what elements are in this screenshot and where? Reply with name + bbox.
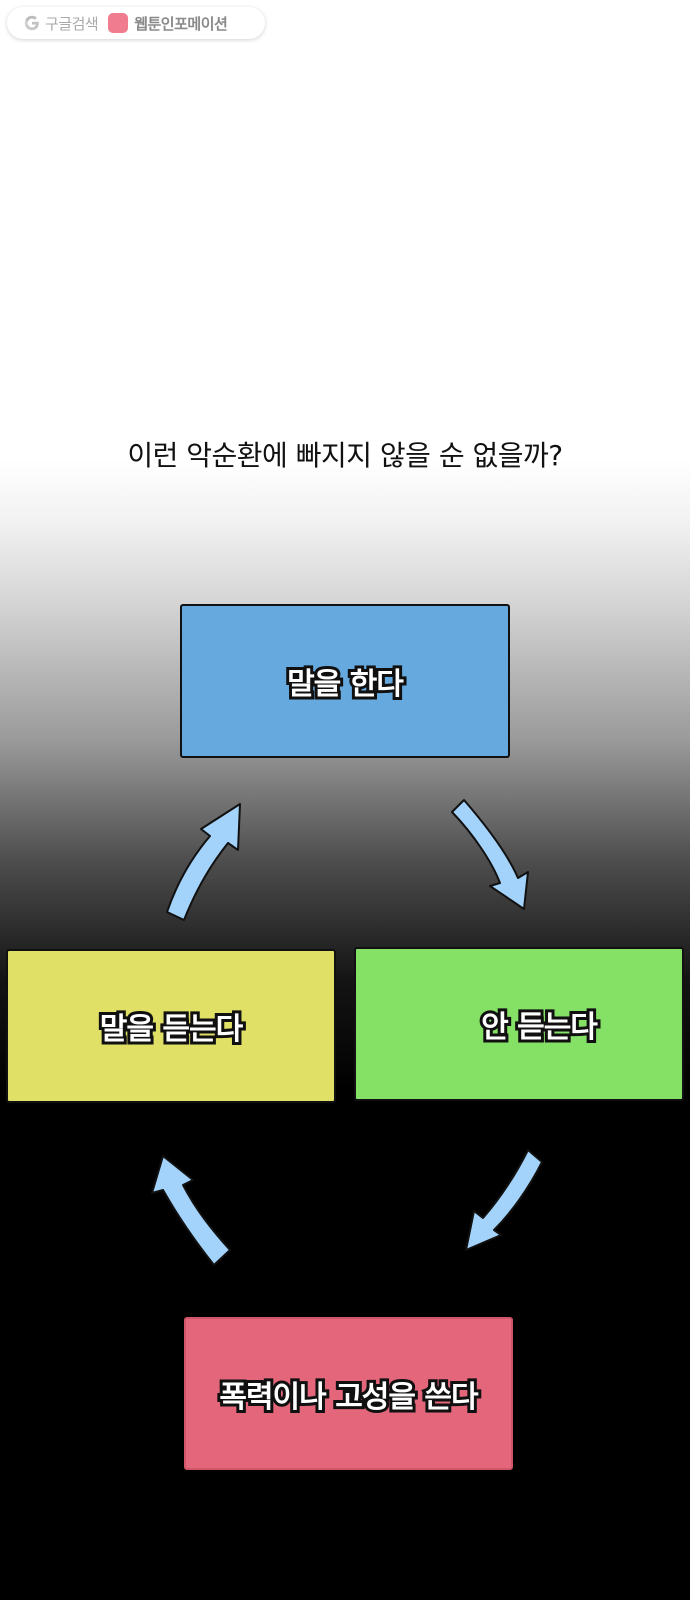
webtoon-info-logo-icon xyxy=(108,13,129,33)
cycle-node-obey: 말을 듣는다 xyxy=(6,949,336,1103)
cycle-node-violence: 폭력이나 고성을 쓴다 xyxy=(184,1317,513,1470)
arrow-top-to-right-icon xyxy=(451,799,529,910)
cycle-node-disobey: 안 듣는다 xyxy=(354,947,684,1101)
google-g-icon xyxy=(24,15,39,31)
arrow-right-to-bottom-icon xyxy=(465,1149,543,1251)
arrow-left-to-top-icon xyxy=(166,803,241,921)
cycle-node-speak: 말을 한다 xyxy=(180,604,510,758)
site-name: 웹툰인포메이션 xyxy=(134,14,228,33)
cycle-node-label: 폭력이나 고성을 쓴다 xyxy=(216,1377,481,1418)
cycle-node-label: 안 듣는다 xyxy=(478,1007,601,1048)
google-search-label: 구글검색 xyxy=(45,14,99,33)
watermark-badge: 구글검색 웹툰인포메이션 xyxy=(7,7,265,39)
cycle-node-label: 말을 한다 xyxy=(284,664,407,705)
question-text: 이런 악순환에 빠지지 않을 순 없을까? xyxy=(127,439,563,472)
cycle-node-label: 말을 듣는다 xyxy=(97,1009,246,1050)
arrow-bottom-to-left-icon xyxy=(151,1155,231,1266)
